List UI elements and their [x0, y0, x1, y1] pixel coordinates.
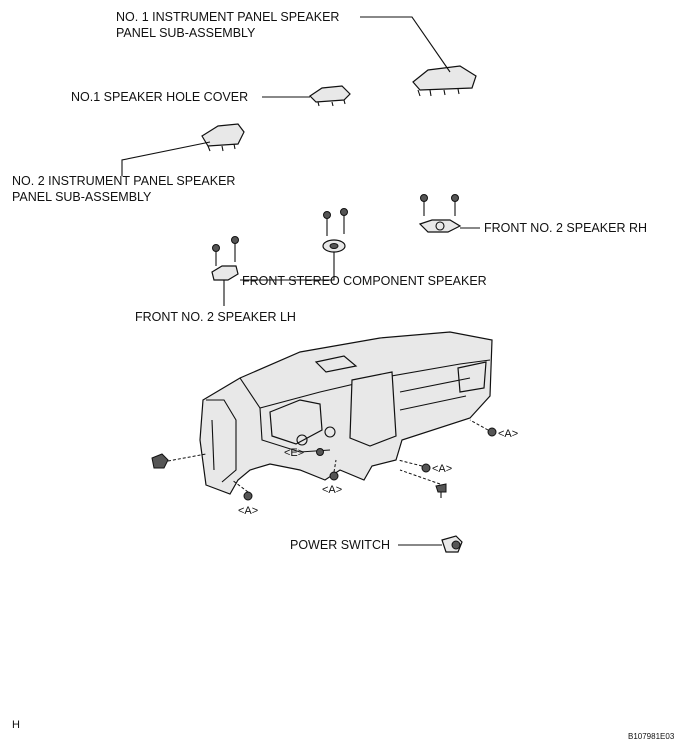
label-front-no2-rh: FRONT NO. 2 SPEAKER RH	[484, 221, 647, 235]
bolt-a-right-lower	[397, 459, 431, 473]
front-no2-speaker-rh	[418, 194, 462, 233]
power-switch	[441, 535, 463, 553]
no1-speaker-hole-cover	[309, 85, 351, 107]
instrument-panel	[199, 331, 493, 495]
label-a-right-lower: <A>	[432, 463, 453, 475]
leader-no1-panel	[360, 16, 451, 73]
label-no2-panel-line1: NO. 2 INSTRUMENT PANEL SPEAKER	[12, 174, 236, 188]
label-a-bottom-left: <A>	[238, 505, 259, 517]
front-no2-speaker-lh	[211, 236, 239, 281]
label-front-no2-lh: FRONT NO. 2 SPEAKER LH	[135, 310, 296, 324]
section-letter: H	[12, 719, 20, 731]
bolt-e	[316, 448, 324, 456]
label-e: <E>	[284, 447, 305, 459]
label-front-stereo: FRONT STEREO COMPONENT SPEAKER	[242, 274, 487, 288]
label-no1-hole-cover: NO.1 SPEAKER HOLE COVER	[71, 90, 249, 104]
bolt-a-right	[469, 419, 497, 437]
label-a-right: <A>	[498, 428, 519, 440]
leader-no2-panel	[121, 141, 211, 176]
no2-instrument-panel-speaker-panel	[201, 123, 245, 152]
label-no1-panel-line1: NO. 1 INSTRUMENT PANEL SPEAKER	[116, 10, 340, 24]
clip-left	[151, 453, 207, 469]
label-a-center: <A>	[322, 484, 343, 496]
leader-stereo	[240, 252, 335, 281]
front-stereo-component-speaker	[322, 208, 348, 253]
figure-code: B107981E03	[628, 732, 675, 741]
label-power-switch: POWER SWITCH	[290, 538, 390, 552]
bolt-a-center	[329, 459, 339, 481]
label-no1-panel-line2: PANEL SUB-ASSEMBLY	[116, 26, 256, 40]
bolt-a-bottom-left	[231, 479, 253, 501]
clip-bottom-right	[399, 469, 447, 498]
no1-instrument-panel-speaker-panel	[412, 65, 477, 97]
label-no2-panel-line2: PANEL SUB-ASSEMBLY	[12, 190, 152, 204]
